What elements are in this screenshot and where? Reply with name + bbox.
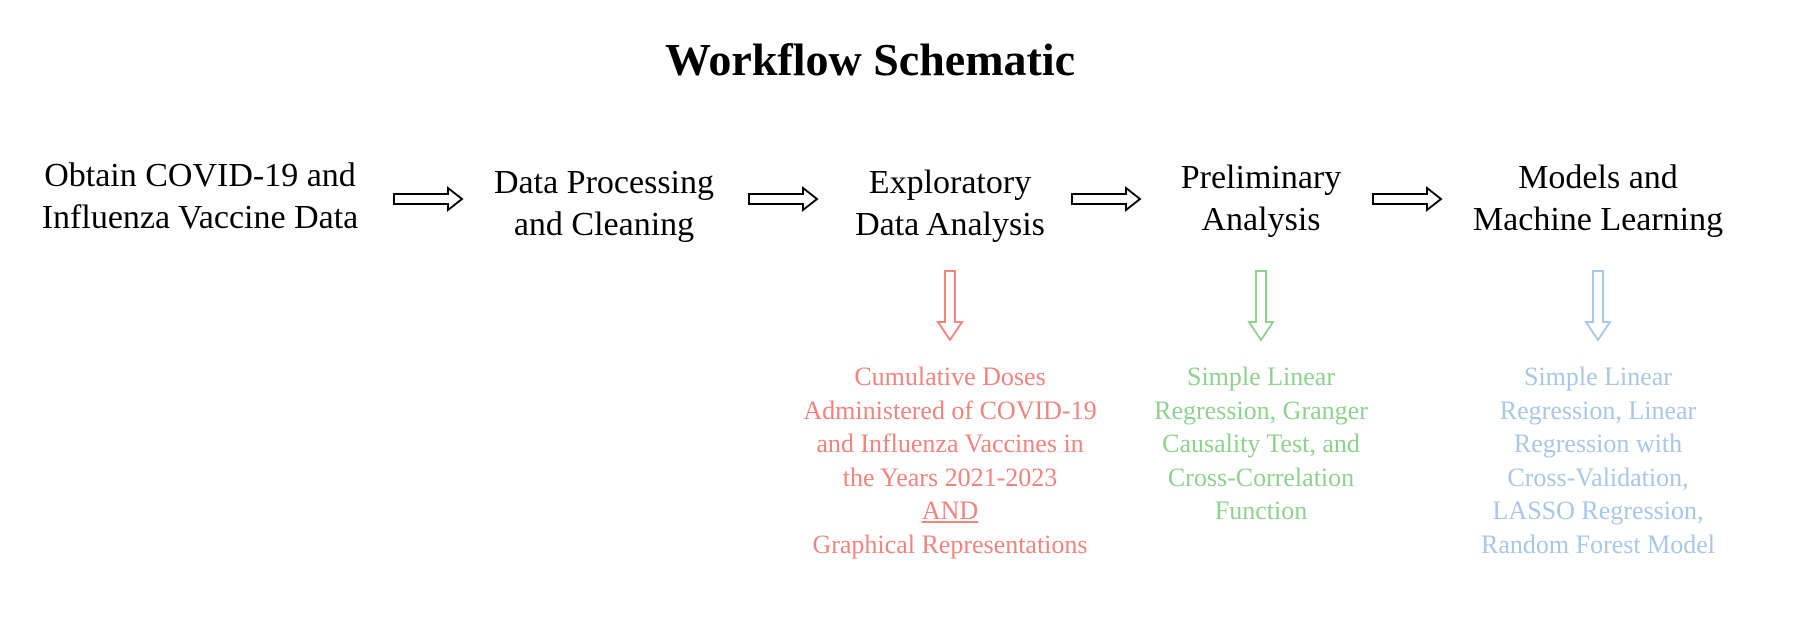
arrow-right-icon	[393, 185, 464, 213]
step-exploratory-analysis-line-1: Exploratory	[868, 164, 1032, 201]
step-preliminary-analysis-line-2: Analysis	[1201, 201, 1321, 238]
detail-eda-line-4: the Years 2021-2023	[842, 462, 1058, 492]
arrow-right-icon	[748, 185, 819, 213]
detail-preliminary: Simple Linear Regression, Granger Causal…	[1154, 360, 1368, 528]
step-obtain-data-line-1: Obtain COVID-19 and	[44, 157, 356, 194]
detail-models-line-6: Random Forest Model	[1481, 529, 1715, 559]
step-data-processing: Data Processing and Cleaning	[494, 162, 714, 246]
detail-preliminary-line-5: Function	[1214, 496, 1308, 525]
arrow-down-icon-models	[1584, 270, 1612, 342]
diagram-title: Workflow Schematic	[664, 34, 1076, 85]
detail-models-line-5: LASSO Regression,	[1492, 496, 1704, 525]
step-preliminary-analysis-line-1: Preliminary	[1180, 159, 1342, 196]
step-exploratory-analysis: Exploratory Data Analysis	[855, 162, 1045, 246]
step-data-processing-line-2: and Cleaning	[513, 206, 695, 243]
detail-eda-line-6: Graphical Representations	[812, 529, 1088, 559]
step-models-ml-line-2: Machine Learning	[1472, 201, 1724, 238]
step-obtain-data: Obtain COVID-19 and Influenza Vaccine Da…	[42, 155, 359, 239]
detail-eda-and: AND	[921, 496, 979, 525]
detail-eda: Cumulative Doses Administered of COVID-1…	[803, 360, 1096, 561]
detail-models-line-2: Regression, Linear	[1499, 395, 1697, 425]
arrow-down-icon-eda	[936, 270, 964, 342]
step-exploratory-analysis-line-2: Data Analysis	[855, 206, 1045, 243]
detail-eda-line-1: Cumulative Doses	[854, 362, 1046, 391]
arrow-right-icon	[1372, 185, 1443, 213]
detail-models-line-1: Simple Linear	[1523, 362, 1672, 391]
detail-preliminary-line-3: Causality Test, and	[1162, 429, 1360, 458]
arrow-right-icon	[1071, 185, 1142, 213]
step-models-ml: Models and Machine Learning	[1473, 157, 1723, 241]
detail-models-line-4: Cross-Validation,	[1507, 462, 1689, 492]
step-data-processing-line-1: Data Processing	[493, 164, 715, 201]
arrow-down-icon-preliminary	[1247, 270, 1275, 342]
step-models-ml-line-1: Models and	[1518, 159, 1678, 196]
detail-models-line-3: Regression with	[1513, 429, 1683, 458]
detail-eda-line-2: Administered of COVID-19	[803, 395, 1097, 425]
detail-models: Simple Linear Regression, Linear Regress…	[1481, 360, 1715, 561]
detail-preliminary-line-1: Simple Linear	[1186, 362, 1335, 391]
step-obtain-data-line-2: Influenza Vaccine Data	[41, 199, 359, 236]
step-preliminary-analysis: Preliminary Analysis	[1181, 157, 1342, 241]
detail-preliminary-line-4: Cross-Correlation	[1167, 462, 1355, 492]
detail-eda-line-3: and Influenza Vaccines in	[816, 429, 1084, 458]
detail-preliminary-line-2: Regression, Granger	[1154, 395, 1368, 425]
